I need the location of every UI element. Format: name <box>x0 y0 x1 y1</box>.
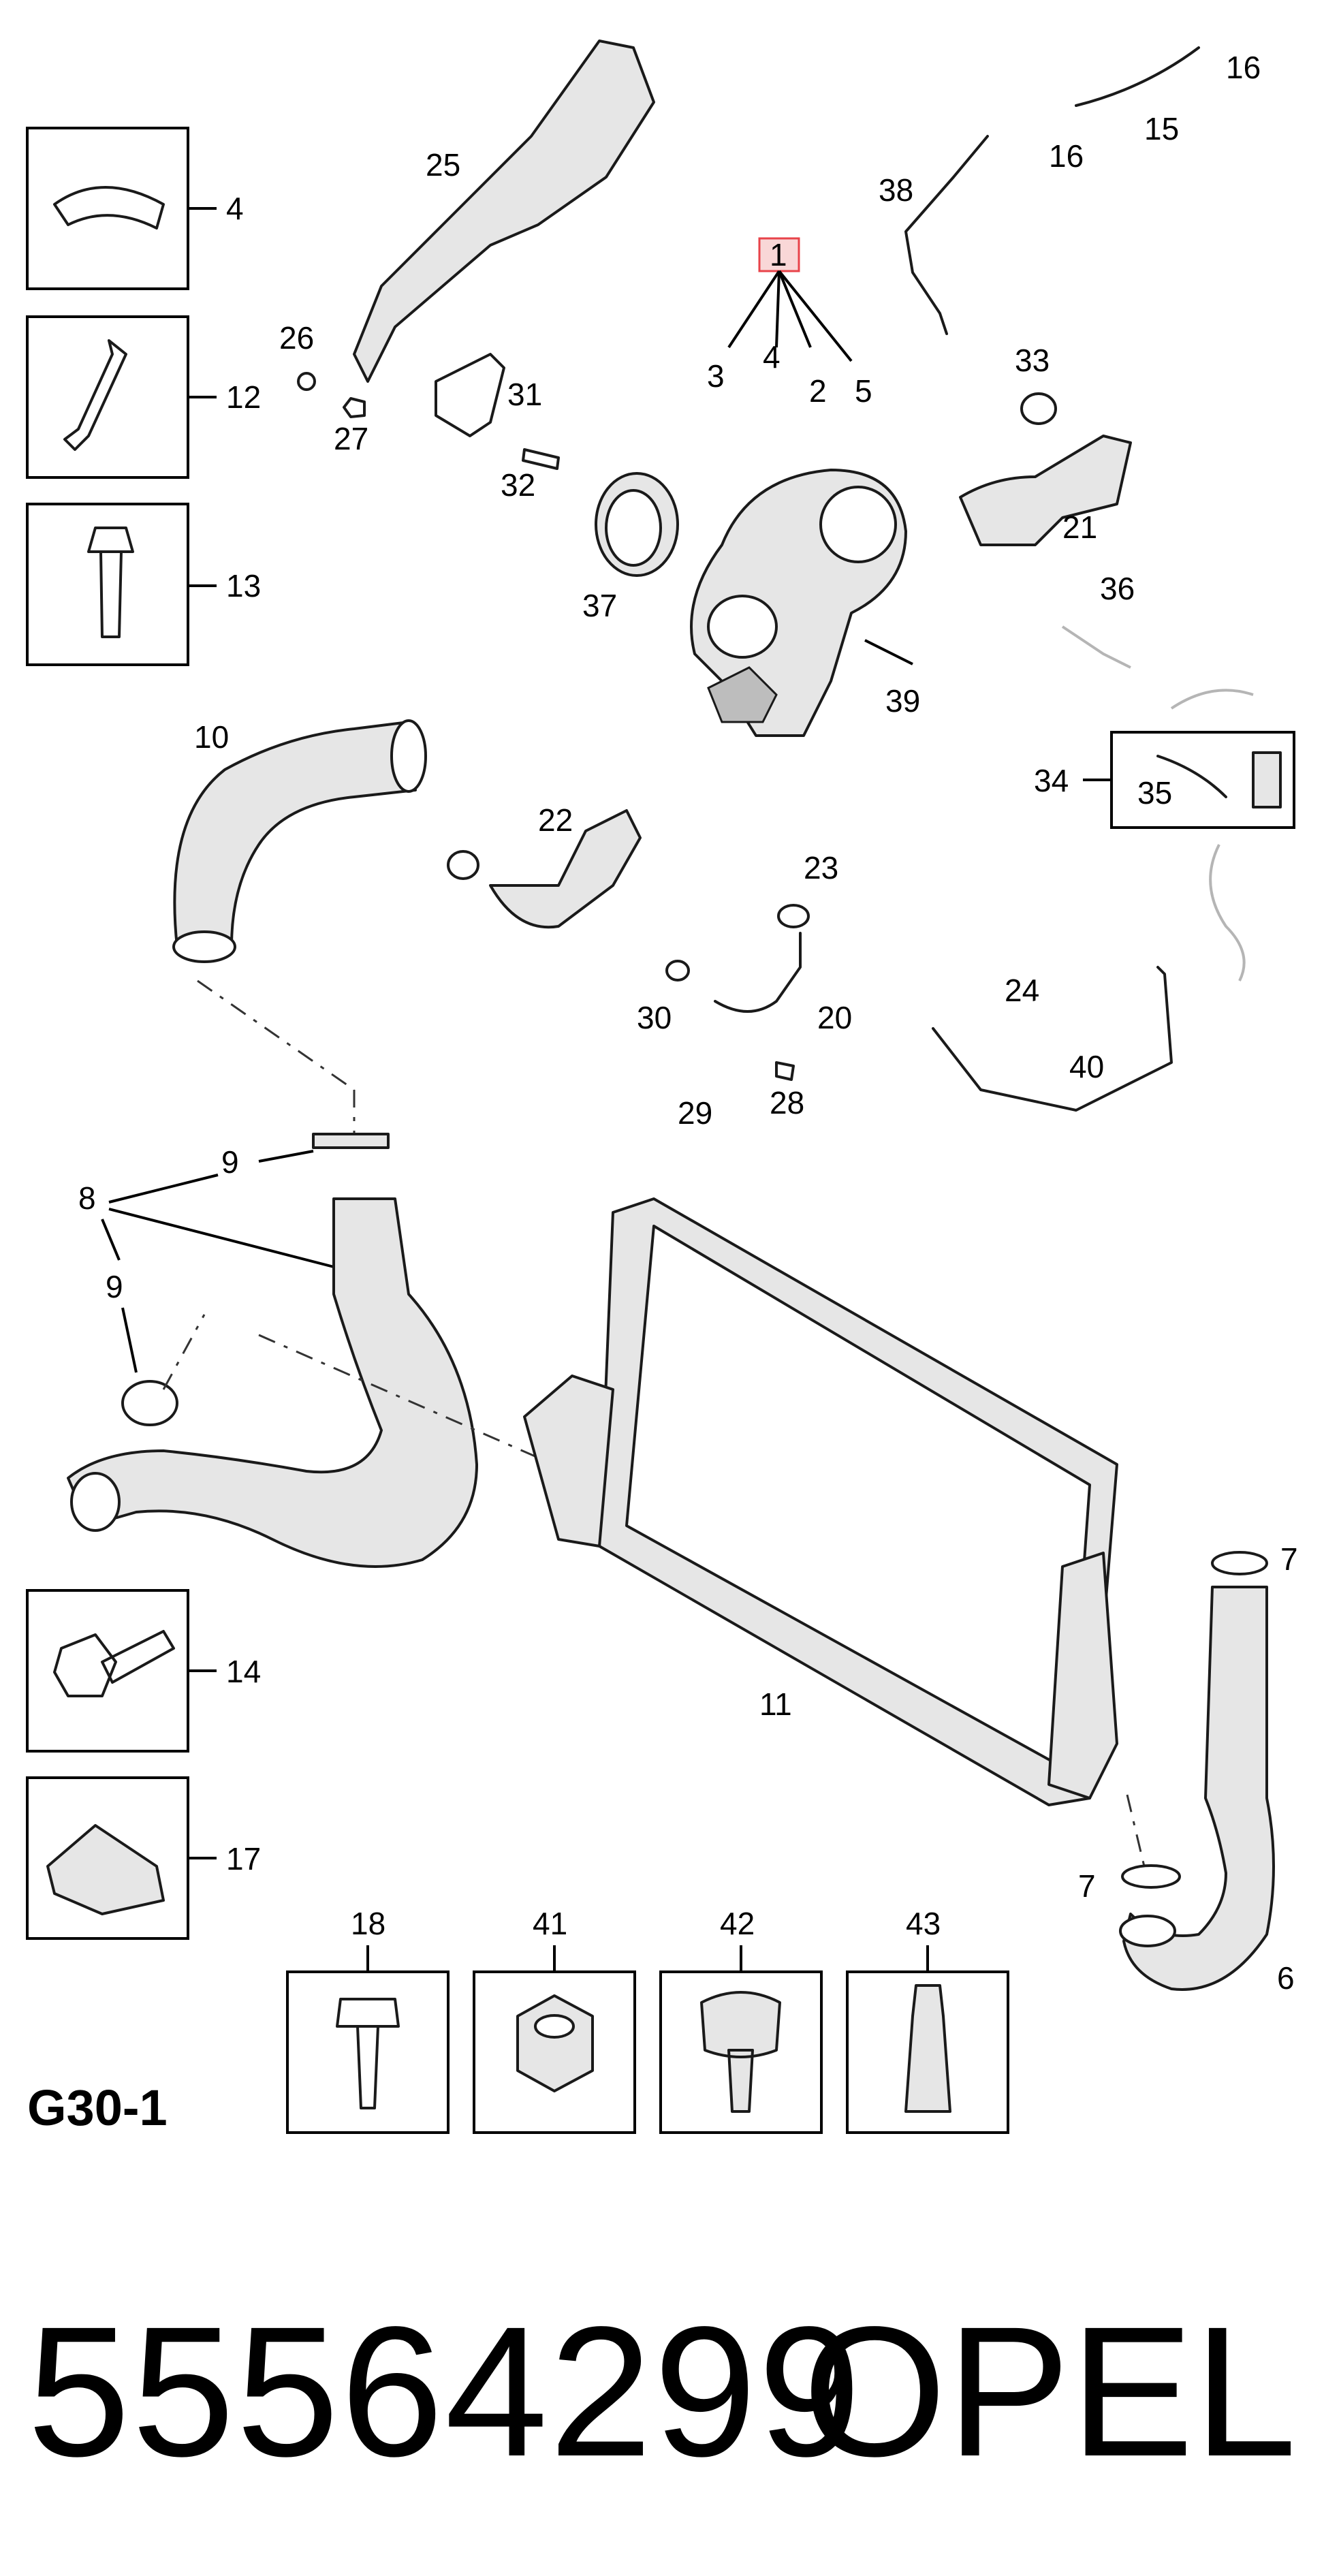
callout-15: 15 <box>1144 111 1179 146</box>
callout-4: 4 <box>226 191 244 226</box>
callout-2: 2 <box>809 373 827 409</box>
callout-35: 35 <box>1137 775 1172 811</box>
callout-18: 18 <box>351 1906 385 1941</box>
callout-9-lower: 9 <box>106 1269 123 1304</box>
callout-22: 22 <box>538 802 573 838</box>
callout-12: 12 <box>226 379 261 415</box>
callout-7-upper: 7 <box>1280 1541 1298 1577</box>
callout-27: 27 <box>334 421 368 456</box>
callout-11: 11 <box>759 1686 792 1722</box>
callout-29: 29 <box>678 1095 712 1131</box>
callout-31: 31 <box>507 377 542 412</box>
callout-16-mid: 16 <box>1049 138 1084 174</box>
callout-40: 40 <box>1069 1049 1104 1084</box>
callout-41: 41 <box>533 1906 567 1941</box>
charge-air-hose-part-6 <box>1122 1586 1275 1991</box>
oil-pipe-part-20 <box>714 932 802 1013</box>
callout-5: 5 <box>855 373 872 409</box>
charge-air-hose-part-8 <box>67 1197 478 1568</box>
callout-20: 20 <box>817 1000 852 1035</box>
callout-42: 42 <box>720 1906 755 1941</box>
callout-34: 34 <box>1034 763 1069 798</box>
callout-38: 38 <box>879 172 913 208</box>
part-number: 55564299 <box>27 2288 863 2495</box>
screw-part-18 <box>336 1998 400 2109</box>
brand-name: OPEL <box>802 2288 1297 2495</box>
callout-30: 30 <box>637 1000 672 1035</box>
callout-16-top: 16 <box>1226 50 1261 85</box>
callout-10: 10 <box>194 719 229 755</box>
hose-part-15 <box>1075 46 1200 107</box>
turbo-inlet-hose-part <box>959 435 1132 546</box>
callout-7-lower: 7 <box>1078 1868 1096 1904</box>
callout-4-turbo: 4 <box>763 339 781 375</box>
bracket-part-31 <box>435 353 505 437</box>
callout-3: 3 <box>707 358 725 394</box>
callout-25: 25 <box>426 147 460 183</box>
oil-return-pipe-part-40 <box>932 966 1173 1112</box>
clip-nut-part-17 <box>46 1824 165 1915</box>
callout-1-highlight <box>758 237 800 272</box>
charge-air-pipe-part-10 <box>173 721 417 948</box>
callout-28: 28 <box>770 1085 804 1120</box>
callout-14: 14 <box>226 1654 261 1689</box>
bolt-part-42 <box>700 1991 781 2113</box>
diagram-code: G30-1 <box>27 2079 168 2136</box>
callout-32: 32 <box>501 467 535 503</box>
callout-37: 37 <box>582 588 617 623</box>
callout-36: 36 <box>1100 571 1135 606</box>
callout-9-upper: 9 <box>221 1144 239 1180</box>
callout-43: 43 <box>906 1906 941 1941</box>
vacuum-pipe-part-38 <box>904 135 989 335</box>
callout-23: 23 <box>804 850 838 885</box>
nut-part-41 <box>516 1994 594 2092</box>
callout-8: 8 <box>78 1180 96 1216</box>
callout-39: 39 <box>885 683 920 719</box>
callout-33: 33 <box>1015 343 1050 378</box>
bolt-part-14 <box>53 1630 175 1697</box>
retaining-clip-part <box>53 186 165 230</box>
callout-1: 1 <box>770 237 787 272</box>
bolt-part-13 <box>87 527 134 638</box>
callout-21: 21 <box>1062 509 1097 545</box>
bracket-part-12 <box>63 339 127 451</box>
callout-13: 13 <box>226 568 261 603</box>
o-ring-part-33 <box>1020 392 1057 425</box>
callout-26: 26 <box>279 320 314 356</box>
callout-6: 6 <box>1277 1960 1295 1996</box>
callout-17: 17 <box>226 1841 261 1876</box>
hose-part-22 <box>489 809 642 929</box>
heat-shield-part <box>353 40 655 383</box>
stud-part-43 <box>904 1984 951 2113</box>
